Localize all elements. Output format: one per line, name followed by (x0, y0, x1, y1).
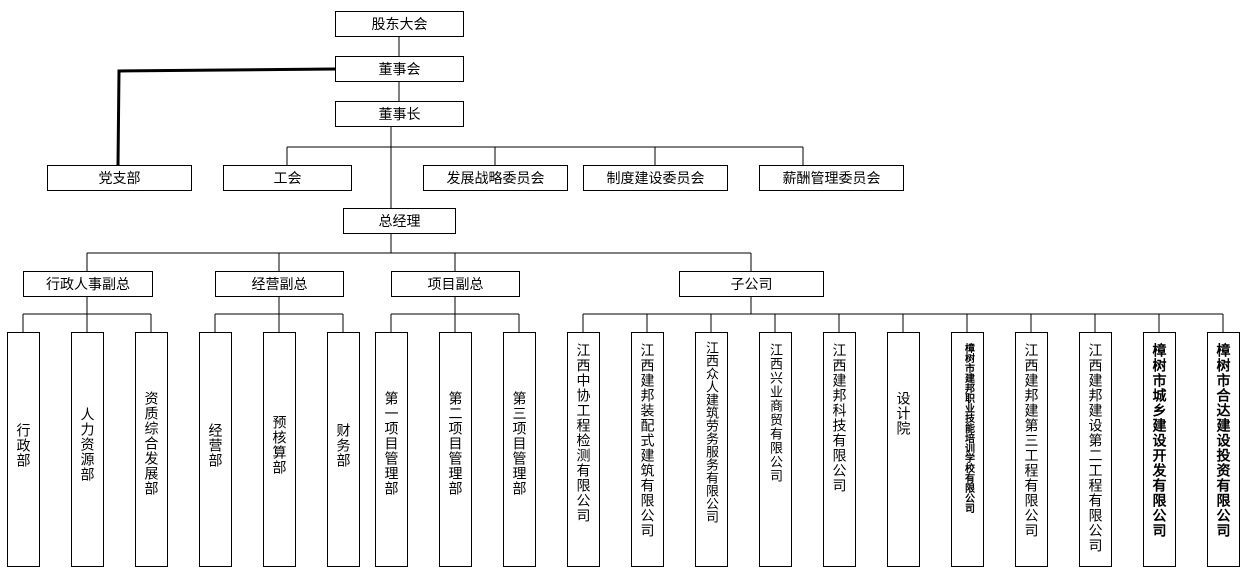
training-school-label: 樟树市建邦职业技能培训学校有限公司 (962, 343, 974, 513)
dept-pm3-label: 第三项目管理部 (511, 391, 528, 496)
company-zhongxie-node: 江西中协工程检测有限公司 (567, 332, 600, 567)
dept-budget-label: 预核算部 (271, 415, 288, 475)
dept-admin-node: 行政部 (7, 332, 40, 567)
company-zhongxie-label: 江西中协工程检测有限公司 (575, 343, 592, 523)
company-prefab-node: 江西建邦装配式建筑有限公司 (631, 332, 664, 567)
company-xingye-label: 江西兴业商贸有限公司 (768, 343, 783, 483)
dept-hr-label: 人力资源部 (79, 407, 96, 482)
board-of-directors-node: 董事会 (335, 56, 464, 82)
party-branch-node: 党支部 (47, 165, 192, 191)
company-labor-label: 江西众人建筑劳务服务有限公司 (704, 341, 719, 523)
design-institute-node: 设计院 (887, 332, 920, 567)
company-urban-dev-node: 樟树市城乡建设开发有限公司 (1143, 332, 1176, 567)
design-institute-label: 设计院 (895, 391, 912, 436)
dept-admin-label: 行政部 (15, 423, 32, 468)
company-second-eng-node: 江西建邦建设第二工程有限公司 (1079, 332, 1112, 567)
project-vp-node: 项目副总 (391, 271, 520, 297)
dept-finance-node: 财务部 (327, 332, 360, 567)
admin-hr-vp-node: 行政人事副总 (23, 271, 153, 297)
dept-operations-node: 经营部 (199, 332, 232, 567)
dept-pm2-label: 第二项目管理部 (447, 391, 464, 496)
dept-pm1-node: 第一项目管理部 (375, 332, 408, 567)
strategy-committee-node: 发展战略委员会 (423, 165, 568, 191)
company-prefab-label: 江西建邦装配式建筑有限公司 (639, 343, 656, 538)
dept-qualification-node: 资质综合发展部 (135, 332, 168, 567)
dept-hr-node: 人力资源部 (71, 332, 104, 567)
company-second-eng-label: 江西建邦建设第二工程有限公司 (1087, 343, 1104, 553)
general-manager-node: 总经理 (343, 208, 456, 234)
training-school-node: 樟树市建邦职业技能培训学校有限公司 (951, 332, 984, 567)
dept-pm1-label: 第一项目管理部 (383, 391, 400, 496)
system-committee-node: 制度建设委员会 (583, 165, 728, 191)
company-heda-node: 樟树市合达建设投资有限公司 (1207, 332, 1240, 567)
dept-qualification-label: 资质综合发展部 (143, 391, 160, 496)
dept-budget-node: 预核算部 (263, 332, 296, 567)
salary-committee-node: 薪酬管理委员会 (759, 165, 904, 191)
dept-pm3-node: 第三项目管理部 (503, 332, 536, 567)
operations-vp-node: 经营副总 (215, 271, 344, 297)
dept-pm2-node: 第二项目管理部 (439, 332, 472, 567)
company-xingye-node: 江西兴业商贸有限公司 (759, 332, 792, 567)
company-heda-label: 樟树市合达建设投资有限公司 (1215, 343, 1232, 538)
labor-union-node: 工会 (223, 165, 352, 191)
subsidiaries-node: 子公司 (679, 271, 824, 297)
company-third-eng-label: 江西建邦建第三工程有限公司 (1023, 343, 1040, 538)
dept-operations-label: 经营部 (207, 423, 224, 468)
company-tech-label: 江西建邦科技有限公司 (831, 343, 848, 493)
shareholders-meeting-node: 股东大会 (335, 11, 464, 37)
company-third-eng-node: 江西建邦建第三工程有限公司 (1015, 332, 1048, 567)
company-urban-dev-label: 樟树市城乡建设开发有限公司 (1151, 343, 1168, 538)
chairman-node: 董事长 (335, 101, 464, 127)
company-tech-node: 江西建邦科技有限公司 (823, 332, 856, 567)
company-labor-node: 江西众人建筑劳务服务有限公司 (695, 332, 728, 567)
dept-finance-label: 财务部 (335, 423, 352, 468)
